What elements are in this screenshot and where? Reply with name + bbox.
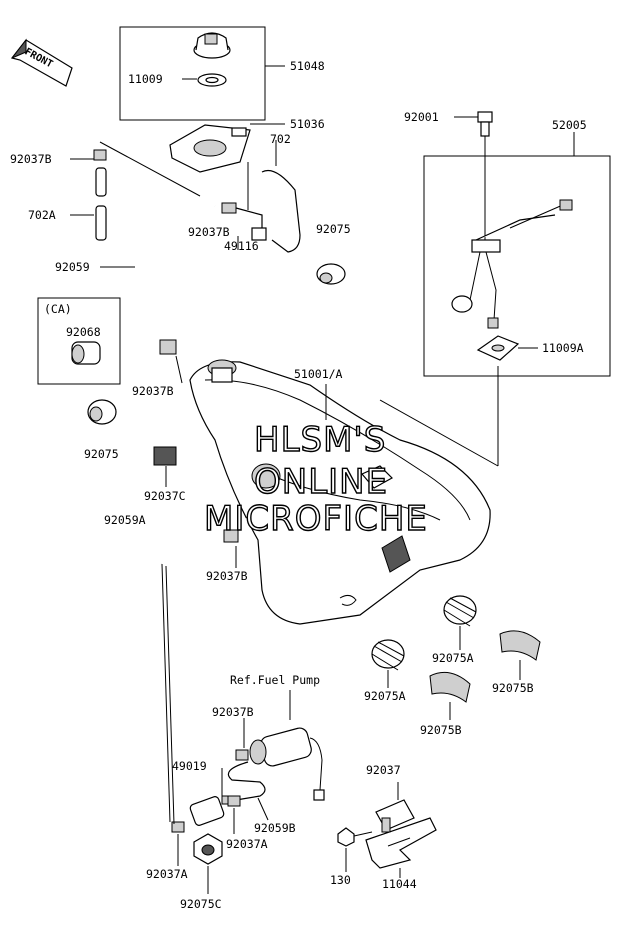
label-52005: 52005 [552, 118, 587, 132]
damper-92075A-lower-part[interactable] [371, 639, 405, 671]
label-92075-right: 92075 [316, 222, 351, 236]
label-92037B-mid: 92037B [188, 225, 230, 239]
clamp-92037A-lower-part[interactable] [171, 821, 185, 833]
label-51048: 51048 [290, 59, 325, 73]
watermark: HLSM'S ONLINE MICROFICHE [203, 419, 428, 539]
label-702: 702 [270, 132, 291, 146]
bolt-92001-part[interactable] [477, 111, 493, 137]
label-92037B-top: 92037B [10, 152, 52, 166]
label-92037A-lower: 92037A [146, 867, 188, 881]
ca-group-box [37, 297, 121, 385]
label-92037C: 92037C [144, 489, 186, 503]
label-92075B-lower: 92075B [420, 723, 462, 737]
canister-92068-part[interactable] [71, 341, 101, 365]
label-702A: 702A [28, 208, 56, 222]
label-92068: 92068 [66, 325, 101, 339]
label-51036: 51036 [290, 117, 325, 131]
label-92037A-upper: 92037A [226, 837, 268, 851]
label-92059: 92059 [55, 260, 90, 274]
label-49116: 49116 [224, 239, 259, 253]
label-92037B-tank: 92037B [206, 569, 248, 583]
label-130: 130 [330, 873, 351, 887]
clamp-92037B-left-part[interactable] [159, 339, 177, 355]
clamp-92037B-tank-part[interactable] [223, 529, 239, 543]
clamp-92037A-upper-part[interactable] [227, 795, 241, 807]
fuel-gauge-sender-52005-part[interactable] [451, 199, 573, 329]
breather-hose-702-part[interactable] [261, 169, 301, 253]
label-ca-group: (CA) [44, 302, 72, 316]
label-92037B-pump: 92037B [212, 705, 254, 719]
cap-group-box [119, 26, 266, 121]
label-92059B: 92059B [254, 821, 296, 835]
fuel-pump-part[interactable] [249, 726, 325, 801]
label-92075-left: 92075 [84, 447, 119, 461]
label-92037B-left: 92037B [132, 384, 174, 398]
label-92075A-upper: 92075A [432, 651, 474, 665]
front-arrow-icon: FRONT [10, 38, 73, 87]
cap-gasket-part[interactable] [197, 73, 227, 87]
holder-92037-part[interactable] [375, 799, 415, 833]
label-11044: 11044 [382, 877, 417, 891]
filler-neck-tray-part[interactable] [169, 124, 251, 173]
watermark-line-3: MICROFICHE [204, 499, 428, 539]
bolt-130-part[interactable] [337, 827, 373, 847]
label-92075C: 92075C [180, 897, 222, 911]
label-92001: 92001 [404, 110, 439, 124]
label-92075B-upper: 92075B [492, 681, 534, 695]
sender-gasket-11009A-part[interactable] [476, 335, 520, 361]
fuel-filter-49019-part[interactable] [189, 795, 235, 827]
label-11009A: 11009A [542, 341, 584, 355]
label-51001A: 51001/A [294, 367, 343, 381]
damper-92075B-lower-part[interactable] [429, 671, 471, 703]
clamp-92037B-pump-part[interactable] [235, 749, 249, 761]
hose-92059B-part[interactable] [227, 761, 266, 801]
reference-fuel-pump-text: Ref.Fuel Pump [230, 673, 320, 687]
fuel-tank-51001A-part[interactable] [189, 359, 491, 625]
clip-92037C-part[interactable] [153, 446, 177, 466]
damper-92075B-upper-part[interactable] [499, 630, 541, 661]
bracket-11044-part[interactable] [365, 817, 437, 869]
label-92037: 92037 [366, 763, 401, 777]
label-49019: 49019 [172, 759, 207, 773]
nut-92075C-part[interactable] [193, 833, 223, 865]
label-92059A: 92059A [104, 513, 146, 527]
label-92075A-lower: 92075A [364, 689, 406, 703]
watermark-line-1: HLSM'S [254, 420, 386, 460]
sender-group-box [423, 155, 611, 377]
damper-92075A-upper-part[interactable] [443, 595, 477, 627]
fuel-cap-part[interactable] [193, 32, 231, 59]
watermark-line-2: ONLINE [254, 462, 388, 502]
hose-joint-49116-part[interactable] [221, 202, 267, 241]
hose-702A-part[interactable] [93, 149, 107, 241]
label-11009: 11009 [128, 72, 163, 86]
